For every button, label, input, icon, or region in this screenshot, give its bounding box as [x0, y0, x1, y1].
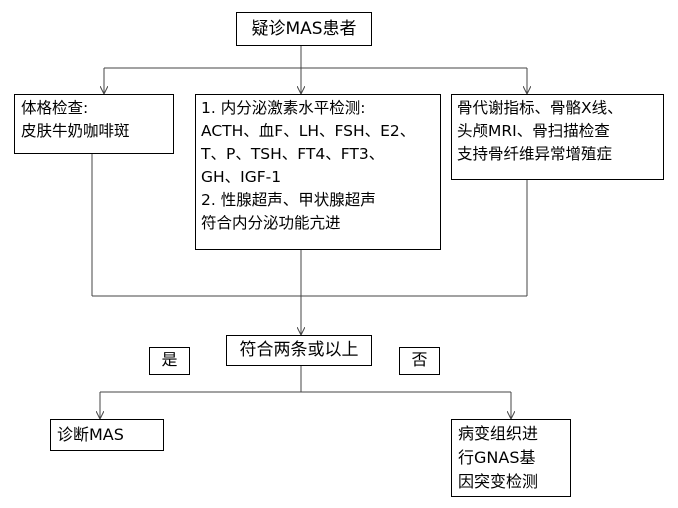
no-label-text: 否 — [411, 350, 428, 369]
bone-line: 骨代谢指标、骨骼X线、 — [457, 99, 623, 117]
endocrine-line: 1. 内分泌激素水平检测: — [201, 99, 366, 117]
start-node-label: 疑诊MAS患者 — [251, 19, 357, 39]
decision-node: 符合两条或以上 — [226, 335, 372, 366]
bone-line: 头颅MRI、骨扫描检查 — [457, 122, 610, 140]
bone-line: 支持骨纤维异常增殖症 — [457, 145, 613, 163]
gene-test-line: 行GNAS基 — [458, 448, 536, 467]
physical-exam-line: 皮肤牛奶咖啡斑 — [21, 122, 130, 140]
physical-exam-node: 体格检查: 皮肤牛奶咖啡斑 — [14, 94, 174, 154]
endocrine-node: 1. 内分泌激素水平检测: ACTH、血F、LH、FSH、E2、 T、P、TSH… — [195, 94, 441, 250]
endocrine-line: 2. 性腺超声、甲状腺超声 — [201, 191, 376, 209]
start-node: 疑诊MAS患者 — [236, 12, 372, 46]
gene-test-line: 病变组织进 — [458, 424, 539, 443]
physical-exam-line: 体格检查: — [21, 99, 89, 117]
endocrine-line: T、P、TSH、FT4、FT3、 — [201, 145, 385, 163]
decision-node-label: 符合两条或以上 — [239, 340, 359, 360]
no-label: 否 — [399, 347, 440, 375]
diagnosis-node: 诊断MAS — [50, 419, 164, 451]
endocrine-line: GH、IGF-1 — [201, 168, 282, 186]
gene-test-node: 病变组织进 行GNAS基 因突变检测 — [451, 419, 571, 497]
endocrine-line: ACTH、血F、LH、FSH、E2、 — [201, 122, 416, 140]
endocrine-line: 符合内分泌功能亢进 — [201, 214, 341, 232]
yes-label-text: 是 — [161, 350, 178, 369]
diagnosis-node-label: 诊断MAS — [57, 425, 124, 444]
bone-node: 骨代谢指标、骨骼X线、 头颅MRI、骨扫描检查 支持骨纤维异常增殖症 — [451, 94, 664, 180]
yes-label: 是 — [149, 347, 190, 375]
gene-test-line: 因突变检测 — [458, 472, 539, 491]
